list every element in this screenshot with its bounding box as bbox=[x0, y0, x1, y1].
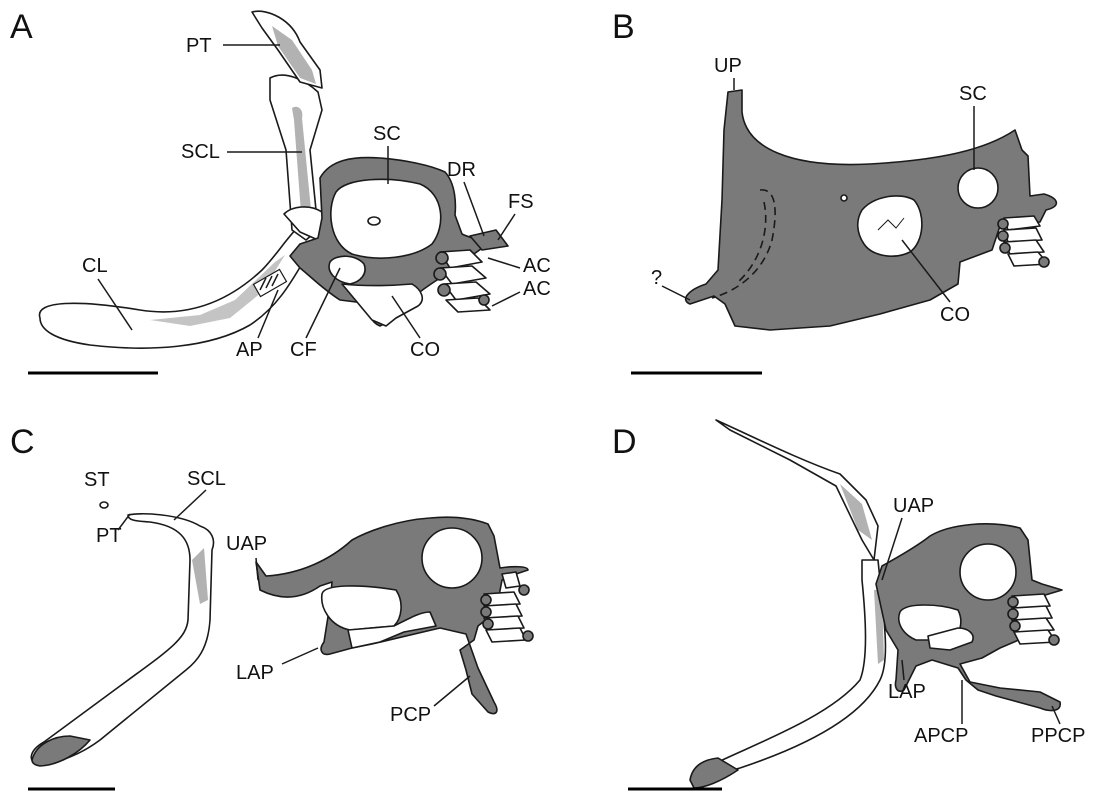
label-fs-a: FS bbox=[508, 191, 534, 213]
leader-scl-c bbox=[174, 490, 206, 520]
panel-b: B UP SC ? CO bbox=[612, 8, 1056, 373]
scapular-fenestra-b bbox=[958, 168, 998, 208]
leader-dr-a bbox=[464, 182, 484, 236]
panel-letter-a: A bbox=[10, 8, 33, 46]
label-lap-c: LAP bbox=[236, 662, 274, 684]
leader-ac-a bbox=[492, 292, 520, 306]
label-pcp-c: PCP bbox=[390, 704, 431, 726]
label-pt-c: PT bbox=[96, 525, 122, 547]
label-cf-a: CF bbox=[290, 339, 317, 361]
label-question-b: ? bbox=[651, 267, 662, 289]
label-scl-c: SCL bbox=[187, 468, 226, 490]
scapular-fenestra bbox=[331, 179, 441, 258]
label-up-b: UP bbox=[714, 55, 742, 77]
label-lap-d: LAP bbox=[888, 681, 926, 703]
scapular-fenestra-d bbox=[960, 544, 1016, 600]
panel-letter-d: D bbox=[612, 423, 637, 461]
label-st-c: ST bbox=[84, 469, 110, 491]
label-ap-a: AP bbox=[236, 339, 263, 361]
panel-letter-c: C bbox=[10, 423, 35, 461]
label-dr-a: DR bbox=[447, 159, 476, 181]
leader-pcp-c bbox=[434, 676, 470, 706]
radials-b bbox=[998, 216, 1049, 267]
leader-question-b bbox=[662, 286, 690, 300]
scapular-foramen bbox=[368, 217, 380, 225]
panel-a: A bbox=[10, 8, 551, 373]
cleithrum-d bbox=[715, 560, 885, 771]
leader-lap-c bbox=[282, 648, 318, 664]
label-apcp-d: APCP bbox=[914, 725, 968, 747]
label-pt-a: PT bbox=[186, 35, 212, 57]
label-sc-b: SC bbox=[959, 83, 987, 105]
scapular-fenestra-c bbox=[422, 528, 482, 588]
post-temporal-d bbox=[716, 420, 878, 560]
leader-uap-c bbox=[256, 558, 258, 580]
leader-fs-a bbox=[498, 214, 515, 240]
label-scl-a: SCL bbox=[181, 141, 220, 163]
cleithrum-c bbox=[31, 514, 213, 765]
label-sc-a: SC bbox=[373, 123, 401, 145]
leader-ac-a-top bbox=[488, 258, 520, 268]
label-ppcp-d: PPCP bbox=[1031, 725, 1085, 747]
label-uap-d: UAP bbox=[893, 495, 934, 517]
label-co-b: CO bbox=[940, 304, 970, 326]
foramen-b bbox=[841, 195, 847, 201]
supratemporal-c bbox=[100, 502, 108, 508]
label-co-a: CO bbox=[410, 339, 440, 361]
coracoid-fenestra-b bbox=[858, 196, 922, 256]
leader-pt-c bbox=[118, 514, 130, 530]
label-ac-a: AC bbox=[523, 278, 551, 300]
panel-letter-b: B bbox=[612, 8, 635, 46]
label-cl-a: CL bbox=[82, 255, 108, 277]
panel-d: D UAP LAP APCP PPCP bbox=[612, 420, 1085, 789]
label-ac-a-top: AC bbox=[523, 255, 551, 277]
label-uap-c: UAP bbox=[226, 533, 267, 555]
coracoid-cartilage bbox=[342, 284, 422, 326]
panel-c: C ST SCL PT UAP LAP PCP bbox=[10, 423, 533, 789]
